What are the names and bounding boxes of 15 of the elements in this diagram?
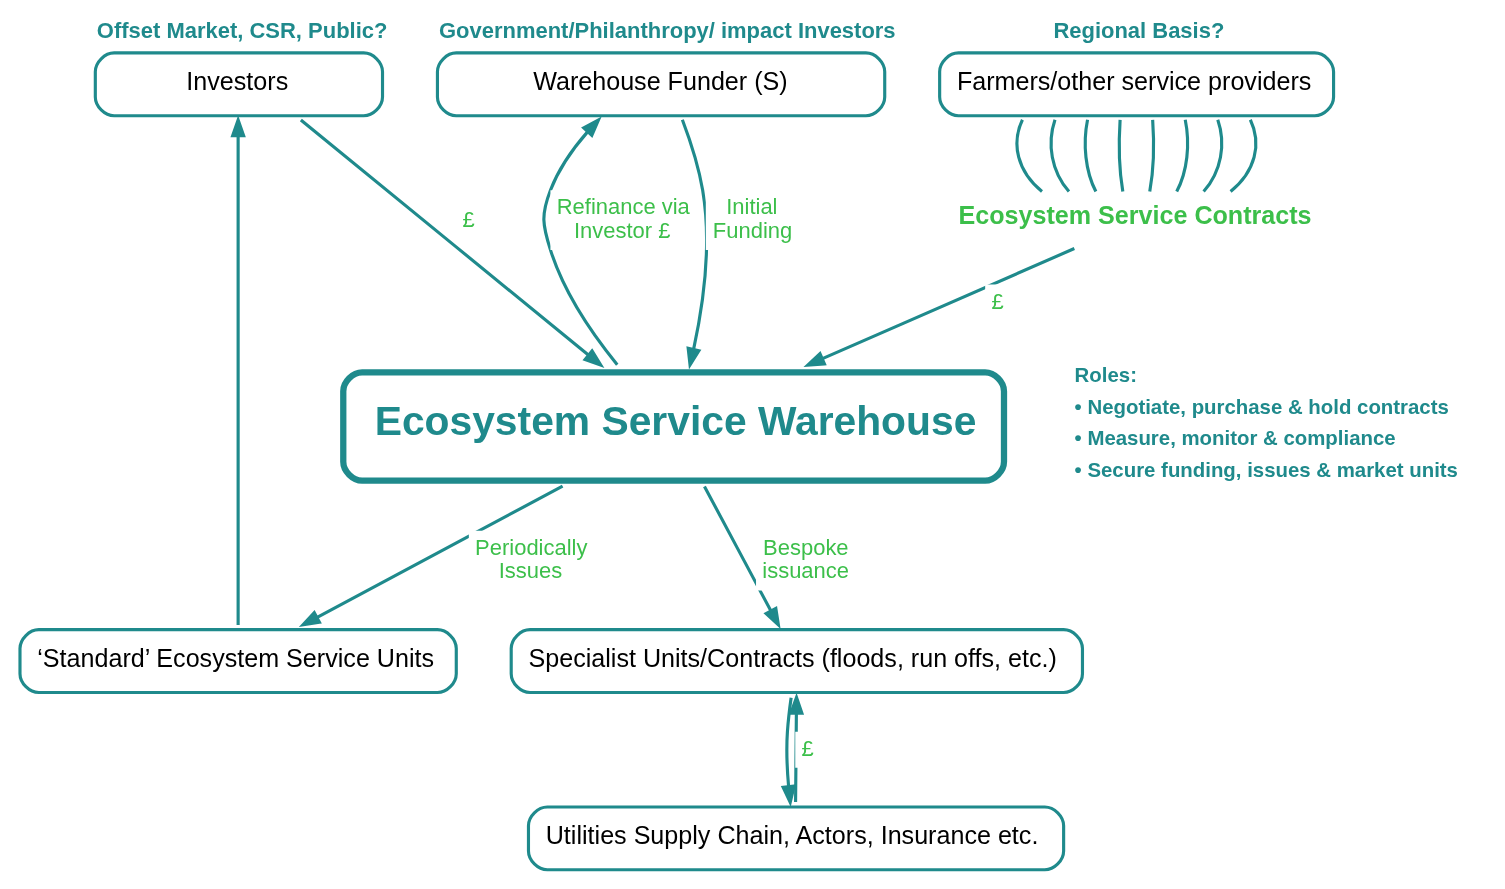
label: Roles:	[1074, 364, 1137, 387]
edge-label: Refinance via Investor £	[556, 194, 690, 243]
node-label: Regional Basis?	[1053, 17, 1225, 43]
label: • Secure funding, issues & market units	[1074, 458, 1458, 481]
node-label: Offset Market, CSR, Public?	[96, 17, 388, 43]
edge-label: £	[462, 206, 475, 232]
node-text: Ecosystem Service Contracts	[958, 201, 1312, 230]
edge-label: £	[991, 289, 1004, 315]
node-label: Government/Philanthropy/ impact Investors	[439, 17, 896, 43]
edge-label: £	[801, 736, 814, 762]
edge-label: Initial Funding	[712, 194, 793, 243]
edge-label: Periodically Issues	[475, 534, 588, 584]
label: • Negotiate, purchase & hold contracts	[1074, 395, 1449, 418]
edge-label: Bespoke issuance	[762, 534, 850, 584]
label: • Measure, monitor & compliance	[1074, 427, 1396, 450]
